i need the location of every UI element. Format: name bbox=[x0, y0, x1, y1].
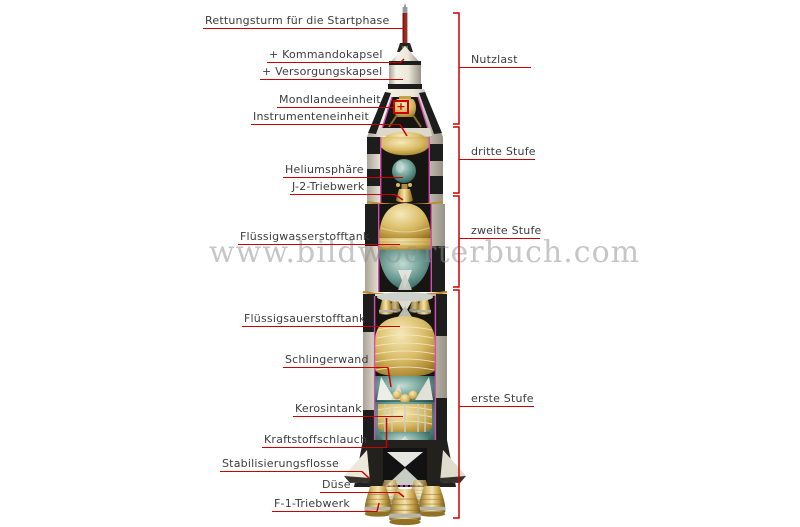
bracket-nutzlast bbox=[453, 12, 460, 125]
pointer-instrumenteneinheit-tip bbox=[399, 124, 408, 137]
label-fluessigsauerstofftank: Flüssigsauerstofftank bbox=[242, 312, 400, 327]
pointer-f1-triebwerk-tip bbox=[376, 502, 380, 512]
second-stage bbox=[362, 203, 448, 297]
bracket-zweite-stufe bbox=[453, 195, 460, 288]
third-stage bbox=[366, 137, 444, 206]
detail-plus-button[interactable]: + bbox=[393, 100, 409, 114]
second-stage-engines bbox=[379, 300, 431, 317]
pointer-duese-tip bbox=[398, 491, 405, 498]
label-j2-triebwerk: J-2-Triebwerk bbox=[290, 180, 395, 195]
lox-tank bbox=[375, 316, 435, 377]
label-dritte-stufe: dritte Stufe bbox=[459, 145, 536, 160]
label-f1-triebwerk: F-1-Triebwerk bbox=[272, 497, 377, 512]
label-fluessigwasserstofftank: Flüssigwasserstofftank bbox=[238, 230, 400, 245]
label-rettungsturm: Rettungsturm für die Startphase bbox=[203, 14, 406, 29]
bracket-dritte-stufe bbox=[453, 126, 460, 194]
label-versorgungskapsel[interactable]: + Versorgungskapsel bbox=[260, 65, 403, 80]
pointer-stabilisierungsflosse-tip bbox=[361, 470, 370, 479]
label-duese: Düse bbox=[320, 478, 399, 493]
label-erste-stufe: erste Stufe bbox=[459, 392, 534, 407]
pointer-j2-triebwerk-tip bbox=[394, 193, 404, 201]
label-instrumenteneinheit: Instrumenteneinheit bbox=[251, 110, 400, 125]
label-schlingerwand: Schlingerwand bbox=[283, 353, 388, 368]
label-heliumsphaere: Heliumsphäre bbox=[283, 163, 403, 178]
label-nutzlast: Nutzlast bbox=[459, 53, 531, 68]
label-mondlandeeinheit: Mondlandeeinheit bbox=[277, 93, 393, 108]
pointer-kommandokapsel-tip bbox=[399, 58, 405, 64]
service-module bbox=[388, 65, 422, 89]
first-stage bbox=[363, 292, 447, 454]
aft-section bbox=[344, 440, 466, 526]
label-zweite-stufe: zweite Stufe bbox=[459, 224, 541, 239]
label-stabilisierungsflosse: Stabilisierungsflosse bbox=[220, 457, 362, 472]
pointer-schlingerwand-tip bbox=[387, 367, 392, 388]
fuel-pipes bbox=[384, 404, 426, 452]
label-kommandokapsel[interactable]: + Kommandokapsel bbox=[267, 48, 400, 63]
label-kerosintank: Kerosintank bbox=[293, 402, 403, 417]
command-module bbox=[389, 46, 421, 65]
label-kraftstoffschlauch: Kraftstoffschlauch bbox=[262, 433, 387, 448]
bracket-erste-stufe bbox=[453, 289, 460, 519]
